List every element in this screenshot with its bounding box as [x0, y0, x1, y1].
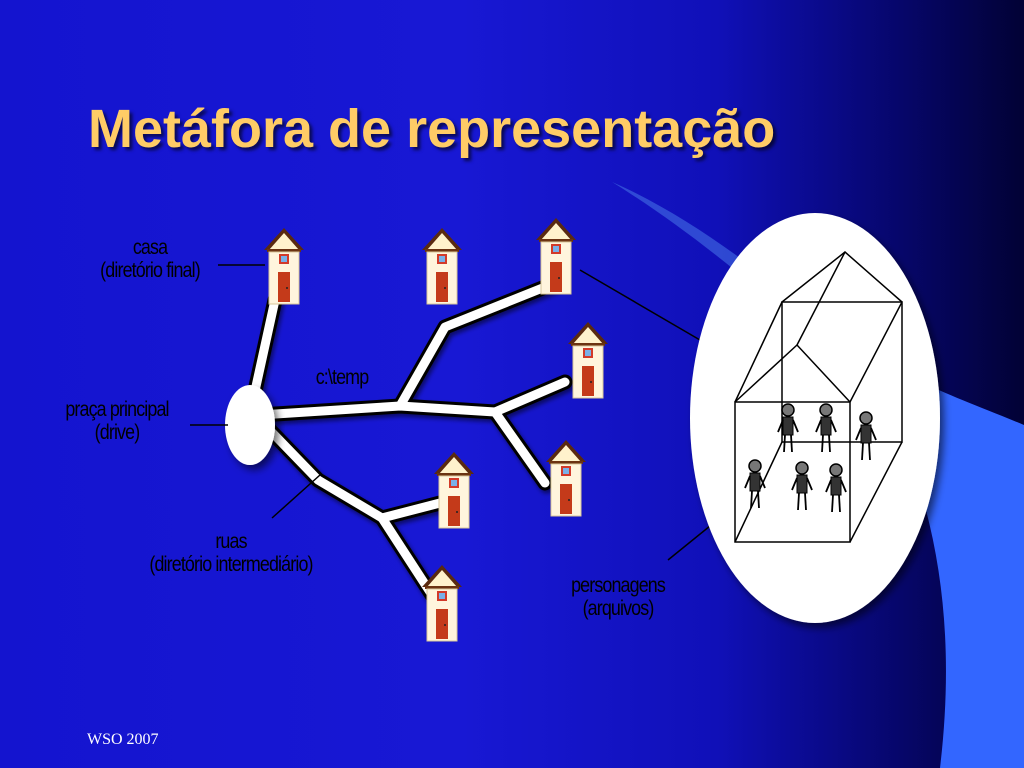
label-casa-line2: (diretório final)	[100, 259, 200, 282]
house-icon	[421, 227, 463, 305]
label-personagens: personagens (arquivos)	[565, 574, 670, 620]
house-icon	[263, 227, 305, 305]
label-path: c:\temp	[315, 366, 369, 389]
accent-shape	[845, 330, 1024, 768]
label-praca-line2: (drive)	[94, 421, 140, 444]
label-praca-line1: praça principal	[65, 398, 169, 421]
label-casa-line1: casa	[132, 236, 168, 259]
label-casa: casa (diretório final)	[91, 236, 210, 282]
label-praca: praça principal (drive)	[58, 398, 175, 444]
slide-title: Metáfora de representação	[88, 99, 776, 159]
label-ruas: ruas (diretório intermediário)	[135, 530, 327, 576]
house-icon	[567, 321, 609, 399]
label-ruas-line2: (diretório intermediário)	[149, 553, 313, 576]
plaza-ellipse	[225, 385, 275, 465]
label-ruas-line1: ruas	[215, 530, 247, 553]
house-icon	[433, 451, 475, 529]
house-icon	[535, 217, 577, 295]
roads	[245, 275, 573, 603]
label-personagens-line1: personagens	[571, 574, 666, 597]
house-icon	[545, 439, 587, 517]
zoom-bubble	[690, 213, 940, 623]
wireframe-house-icon	[734, 251, 903, 543]
label-personagens-line2: (arquivos)	[582, 597, 655, 620]
footer-text: WSO 2007	[87, 731, 159, 748]
